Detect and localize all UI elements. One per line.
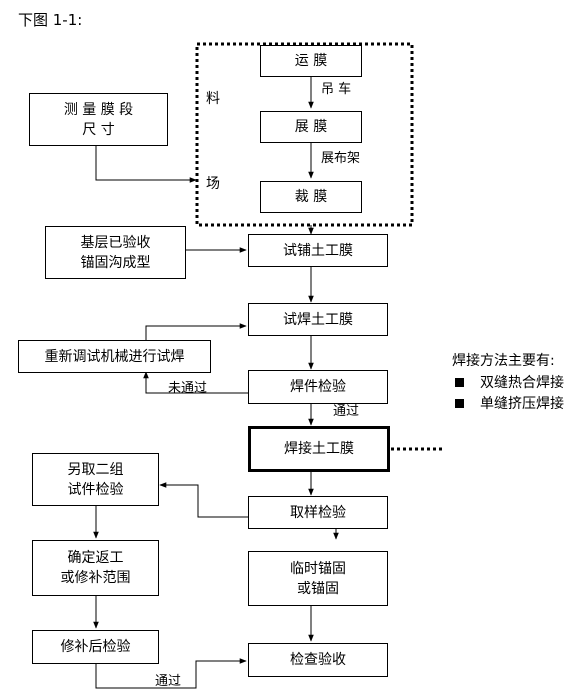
- edge-label-spreader: 展布架: [321, 151, 361, 166]
- legend-title: 焊接方法主要有:: [452, 353, 555, 369]
- legend-item-label: 单缝挤压焊接: [480, 396, 564, 412]
- edge-label-pass: 通过: [333, 404, 360, 419]
- node-label: 重新调试机械进行试焊: [44, 348, 185, 365]
- node-transport-membrane: 运 膜: [260, 45, 362, 77]
- node-label: 展 膜: [294, 119, 328, 135]
- node-final-inspection: 检查验收: [248, 643, 388, 677]
- node-label: 裁 膜: [294, 189, 328, 205]
- node-label: 基层已验收: [80, 234, 151, 251]
- node-label: 焊件检验: [290, 379, 346, 395]
- node-cut-membrane: 裁 膜: [260, 181, 362, 213]
- legend-item: 单缝挤压焊接: [455, 395, 564, 413]
- node-label: 尺 寸: [82, 121, 115, 138]
- node-retake-samples: 另取二组 试件检验: [32, 453, 159, 506]
- bullet-square-icon: [455, 398, 464, 408]
- node-repair-check: 修补后检验: [32, 630, 159, 664]
- node-sample-check: 取样检验: [248, 496, 388, 529]
- node-trial-weld: 试焊土工膜: [248, 303, 388, 336]
- node-label: 另取二组: [67, 461, 124, 478]
- node-label: 运 膜: [294, 53, 328, 69]
- legend-item: 双缝热合焊接: [455, 374, 564, 392]
- edge-label-crane: 吊 车: [321, 82, 352, 97]
- legend-item-label: 双缝热合焊接: [480, 375, 564, 391]
- node-label: 锚固沟成型: [80, 254, 151, 271]
- yard-label-top: 料: [206, 91, 220, 107]
- node-label: 确定返工: [67, 550, 124, 566]
- arrow-weldcheck-readjust: [143, 371, 248, 394]
- edge-label-pass-repair: 通过: [155, 674, 182, 689]
- node-trial-lay: 试铺土工膜: [248, 234, 388, 267]
- node-label: 测 量 膜 段: [63, 101, 134, 118]
- arrow-readjust-trialweld: [145, 323, 247, 340]
- node-unfold-membrane: 展 膜: [260, 111, 362, 143]
- node-label: 检查验收: [290, 652, 346, 668]
- node-label: 焊接土工膜: [284, 441, 354, 457]
- node-measure-size: 测 量 膜 段 尺 寸: [29, 93, 168, 146]
- arrow-measure-yard: [95, 146, 197, 183]
- yard-label-bottom: 场: [206, 176, 220, 192]
- node-label: 试铺土工膜: [283, 242, 353, 259]
- node-label: 修补后检验: [60, 639, 131, 655]
- node-label: 取样检验: [290, 504, 346, 521]
- arrow-repair-inspect: [95, 658, 247, 689]
- node-label: 试焊土工膜: [283, 311, 353, 328]
- node-weld-check: 焊件检验: [248, 370, 388, 404]
- node-anchor: 临时锚固 或锚固: [248, 551, 388, 606]
- node-base-accepted: 基层已验收 锚固沟成型: [45, 226, 186, 279]
- node-label: 或修补范围: [60, 570, 131, 586]
- node-rework-scope: 确定返工 或修补范围: [32, 540, 159, 596]
- node-readjust-machine: 重新调试机械进行试焊: [18, 340, 211, 373]
- arrow-sample-retake: [159, 482, 248, 518]
- node-label: 试件检验: [67, 481, 124, 498]
- node-label: 或锚固: [297, 580, 339, 597]
- edge-label-fail: 未通过: [168, 381, 208, 396]
- bullet-square-icon: [455, 377, 464, 387]
- node-label: 临时锚固: [290, 560, 346, 577]
- figure-caption: 下图 1-1:: [18, 11, 83, 29]
- node-weld-membrane: 焊接土工膜: [248, 426, 390, 472]
